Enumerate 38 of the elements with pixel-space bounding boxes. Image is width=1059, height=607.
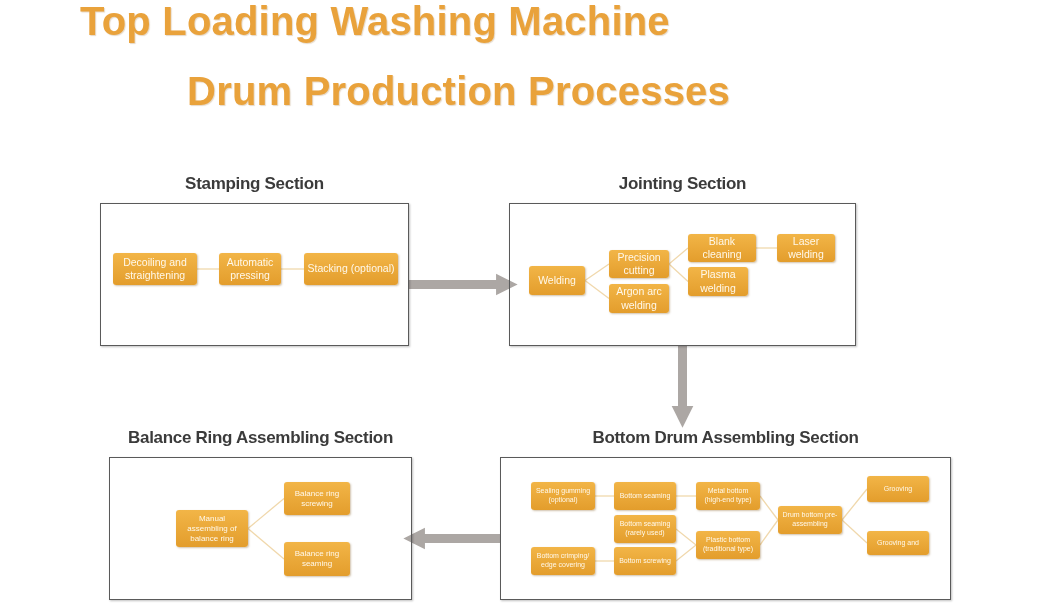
connector-line bbox=[594, 560, 615, 562]
process-box: Automatic pressing bbox=[219, 253, 281, 285]
connector-line bbox=[280, 268, 305, 270]
process-box: Plasma welding bbox=[688, 267, 748, 296]
connector-line bbox=[759, 519, 779, 546]
connector-line bbox=[594, 495, 615, 497]
connector-line bbox=[759, 495, 779, 521]
connector-line bbox=[196, 268, 220, 270]
section-heading: Bottom Drum Assembling Section bbox=[591, 427, 860, 449]
process-box: Balance ring seaming bbox=[284, 542, 350, 576]
section-heading: Balance Ring Assembling Section bbox=[127, 427, 394, 449]
connector-line bbox=[675, 544, 697, 562]
process-box: Stacking (optional) bbox=[304, 253, 398, 285]
connector-line bbox=[584, 263, 610, 282]
process-box: Precision cutting bbox=[609, 250, 669, 278]
process-box: Blank cleaning bbox=[688, 234, 756, 262]
process-box: Argon arc welding bbox=[609, 284, 669, 313]
connector-line bbox=[755, 247, 778, 249]
arrow bbox=[409, 273, 518, 296]
connector-line bbox=[841, 519, 868, 544]
connector-line bbox=[675, 495, 697, 497]
connector-line bbox=[584, 279, 610, 300]
section-heading: Stamping Section bbox=[184, 173, 325, 195]
connector-line bbox=[675, 528, 697, 546]
arrow bbox=[403, 527, 500, 550]
connector-line bbox=[668, 247, 689, 265]
arrow bbox=[671, 346, 694, 428]
process-box: Balance ring screwing bbox=[284, 482, 350, 515]
process-box: Laser welding bbox=[777, 234, 835, 262]
section-heading: Jointing Section bbox=[617, 173, 748, 195]
connector-line bbox=[247, 527, 285, 560]
process-box: Manual assembling of balance ring bbox=[176, 510, 248, 547]
process-box: Decoiling and straightening bbox=[113, 253, 197, 285]
diagram-title: Top Loading Washing Machine Drum Production Processes bbox=[80, 0, 730, 115]
process-box: Welding bbox=[529, 266, 585, 295]
connector-line bbox=[247, 497, 285, 530]
connector-line bbox=[841, 488, 868, 521]
connector-line bbox=[668, 263, 689, 283]
